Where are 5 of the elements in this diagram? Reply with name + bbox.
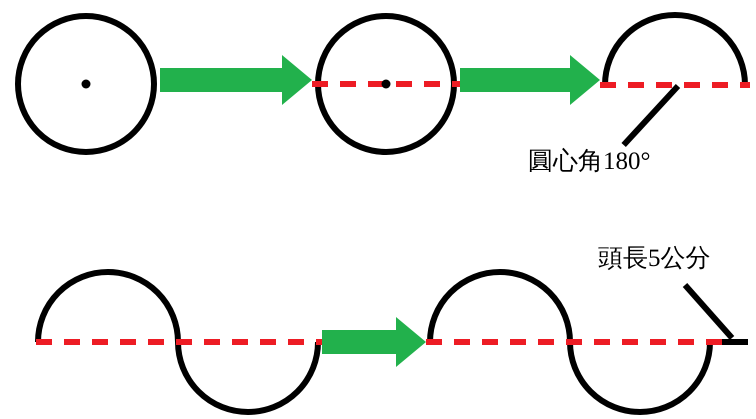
arrow: [160, 55, 312, 105]
arrow: [322, 317, 426, 367]
arrow: [460, 55, 600, 105]
callout-text: 圓心角180°: [528, 145, 688, 179]
label-text: 頭長5公分: [598, 244, 710, 274]
